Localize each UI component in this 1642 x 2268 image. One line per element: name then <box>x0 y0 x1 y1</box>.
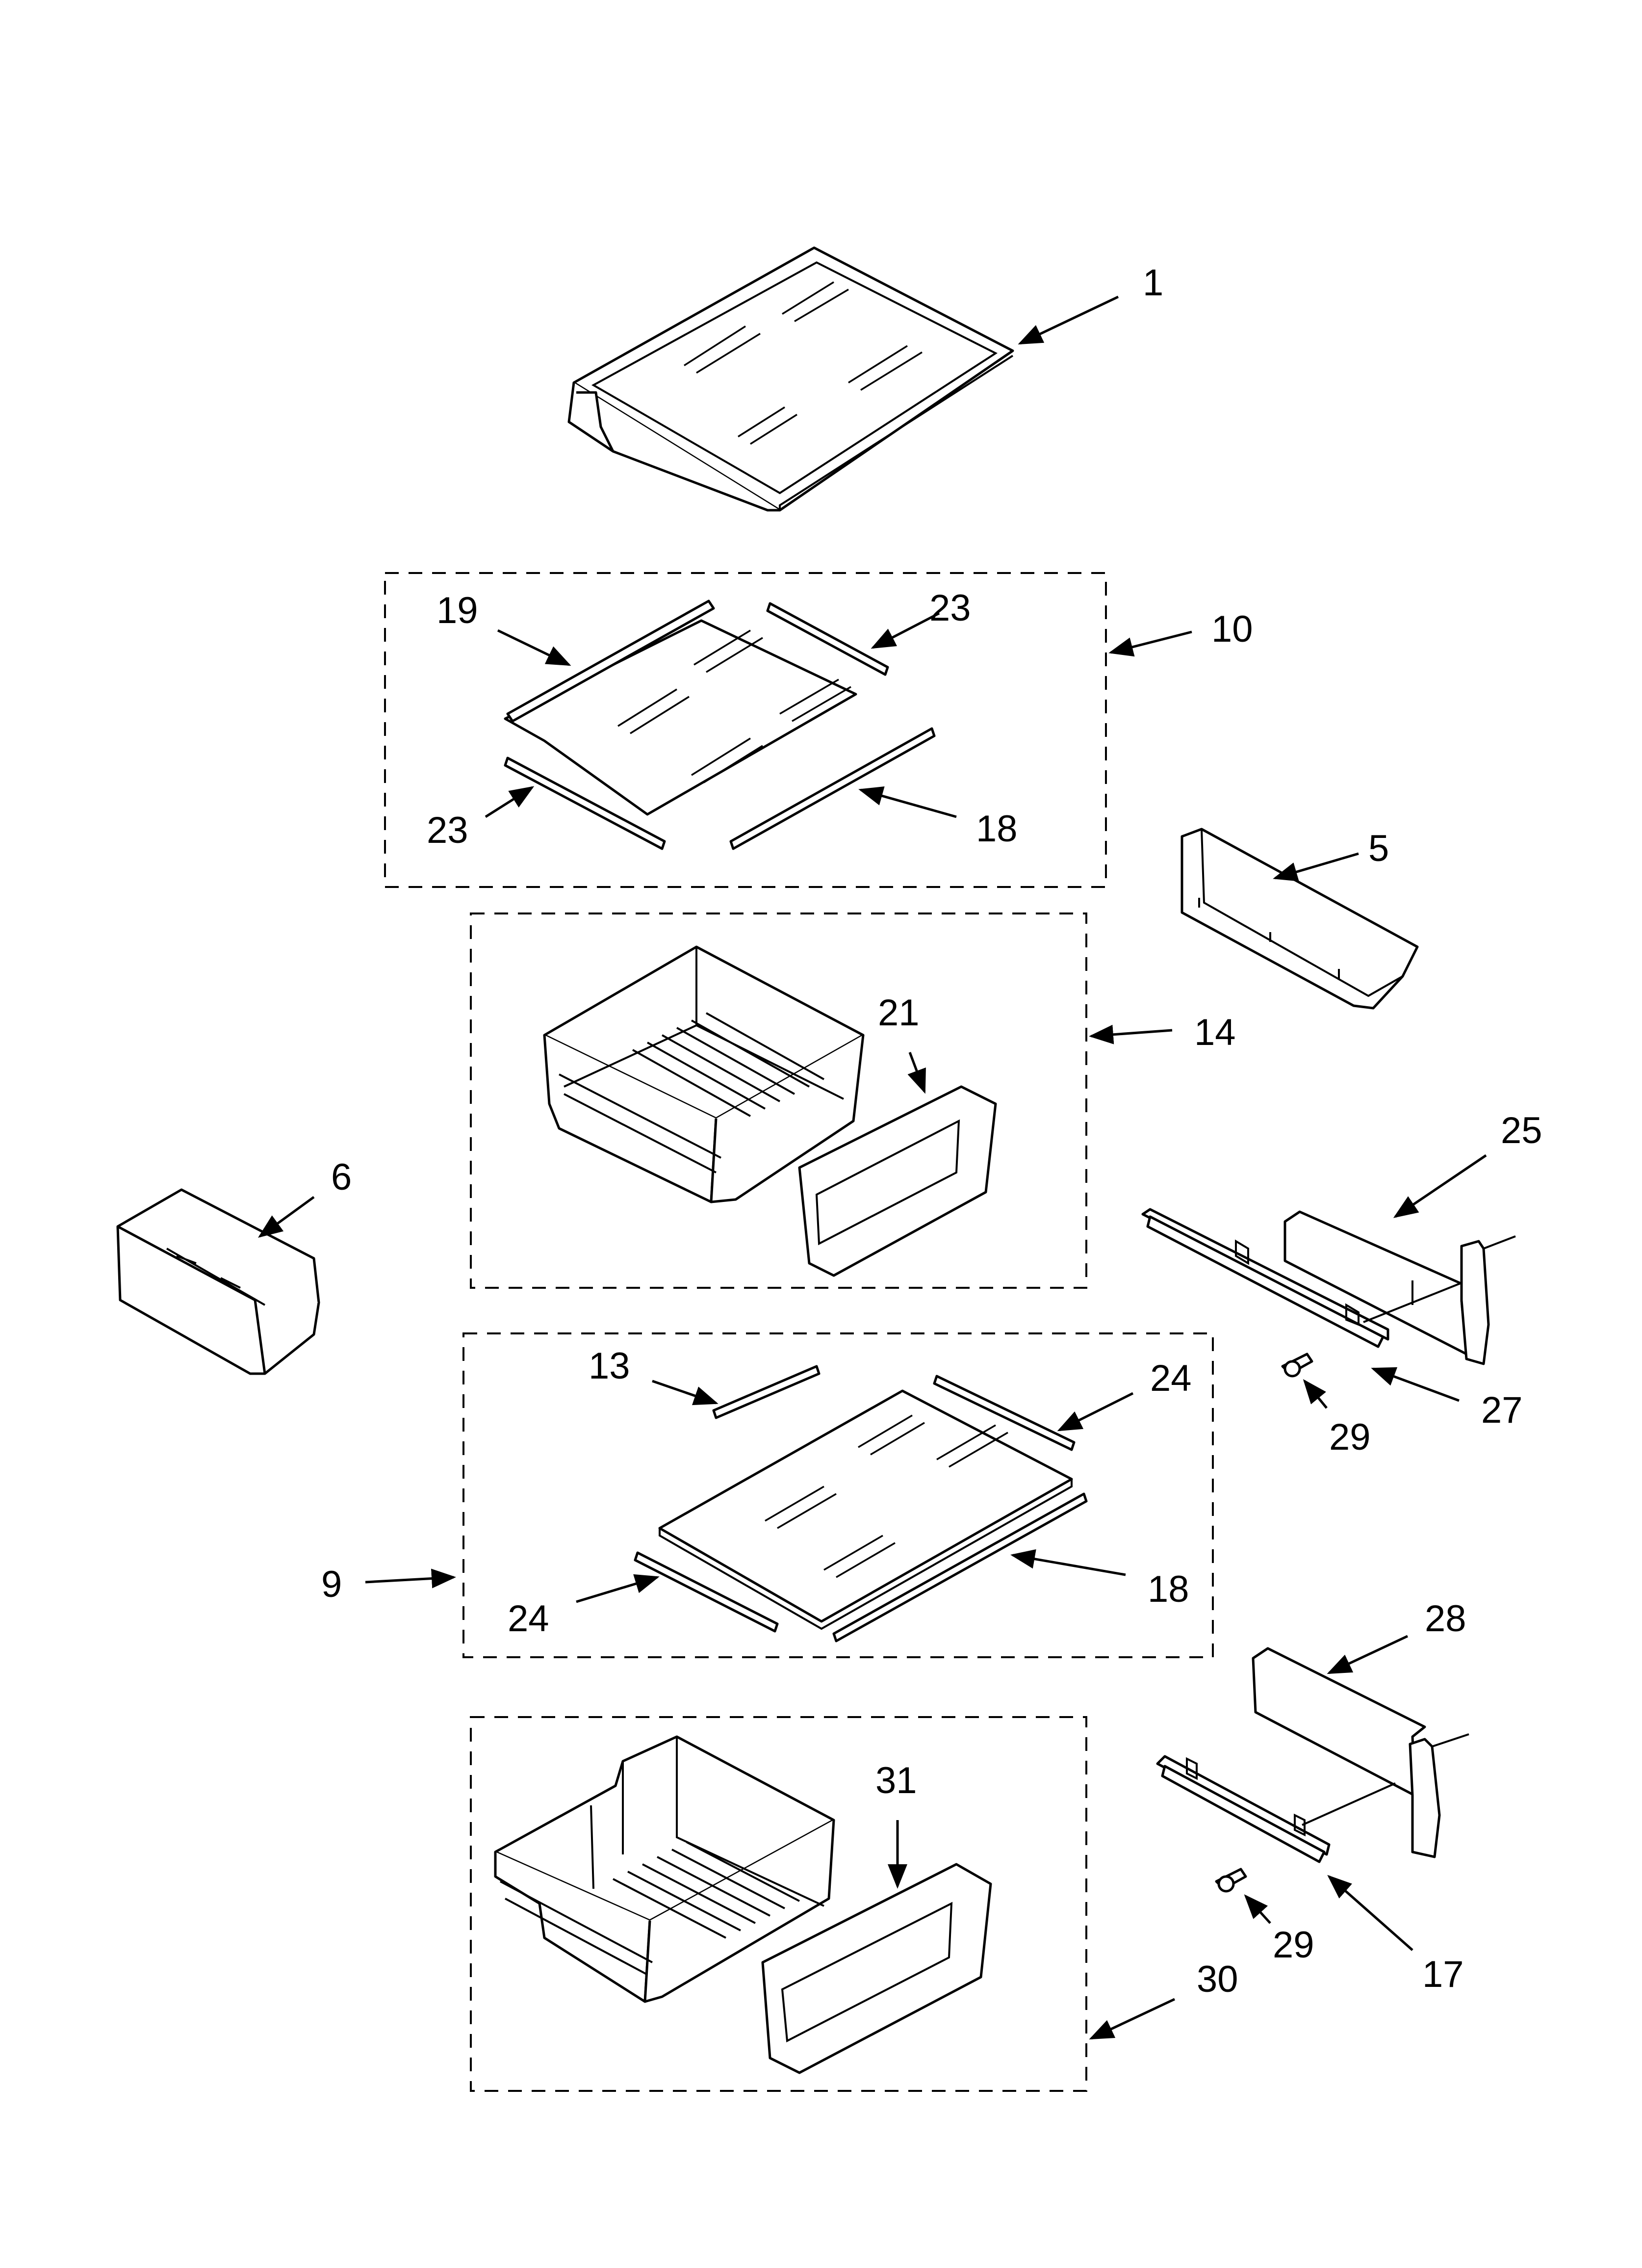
trim-part-18-lower <box>832 1492 1088 1642</box>
slide-cover-part-28 <box>1252 1647 1426 1797</box>
callout-31: 31 <box>875 1760 917 1801</box>
kit-box-14 <box>470 912 1087 1289</box>
callout-18-lower: 18 <box>1148 1568 1189 1610</box>
tray-rail-part-5 <box>1180 828 1419 1010</box>
callout-1: 1 <box>1143 262 1163 304</box>
callout-25: 25 <box>1501 1110 1542 1151</box>
callout-9: 9 <box>321 1564 342 1605</box>
deli-cover-31 <box>761 1863 992 2074</box>
callout-17: 17 <box>1422 1954 1464 1995</box>
shelf-assembly-part-1 <box>567 246 1014 512</box>
kit-box-9 <box>462 1332 1214 1658</box>
drawer-slide-assembly-upper <box>1141 1208 1516 1378</box>
callout-labels: 1 10 19 23 23 18 5 21 14 6 25 27 29 13 2… <box>321 262 1542 2000</box>
crisper-drawer-14 <box>543 945 865 1203</box>
trim-part-23-top <box>766 602 889 676</box>
trim-part-19 <box>506 600 715 723</box>
callout-29-upper: 29 <box>1329 1416 1371 1458</box>
crisper-cover-21 <box>798 1085 997 1277</box>
trim-part-13 <box>712 1365 821 1419</box>
trim-part-18 <box>729 727 936 850</box>
trim-part-23-bottom <box>504 756 666 850</box>
deli-drawer-30 <box>494 1735 835 2003</box>
callout-27: 27 <box>1481 1389 1523 1431</box>
callout-29-lower: 29 <box>1273 1924 1314 1966</box>
callout-28: 28 <box>1425 1598 1466 1640</box>
glass-shelf-kit-10 <box>504 600 936 850</box>
callout-13: 13 <box>589 1345 630 1387</box>
leader-lines <box>257 295 1487 2040</box>
callout-14: 14 <box>1194 1012 1236 1053</box>
callout-5: 5 <box>1368 828 1389 869</box>
callout-19: 19 <box>436 590 478 631</box>
drawer-slide-assembly-lower <box>1156 1647 1469 1893</box>
callout-6: 6 <box>331 1156 352 1198</box>
callout-30: 30 <box>1197 1958 1238 2000</box>
trim-part-24-bottom <box>634 1551 779 1633</box>
kit-box-30 <box>470 1716 1087 2092</box>
trim-part-24-top <box>933 1375 1076 1451</box>
callout-21: 21 <box>878 992 920 1034</box>
callout-23-top: 23 <box>929 587 971 629</box>
callout-18-upper: 18 <box>976 808 1018 850</box>
callout-10: 10 <box>1211 608 1253 650</box>
door-bin-part-6 <box>116 1188 320 1375</box>
callout-24-bottom: 24 <box>508 1598 549 1640</box>
kit-box-10 <box>384 572 1107 888</box>
callout-24-top: 24 <box>1150 1357 1192 1399</box>
callout-23-bottom: 23 <box>427 809 468 851</box>
glass-shelf-kit-9 <box>634 1365 1088 1642</box>
